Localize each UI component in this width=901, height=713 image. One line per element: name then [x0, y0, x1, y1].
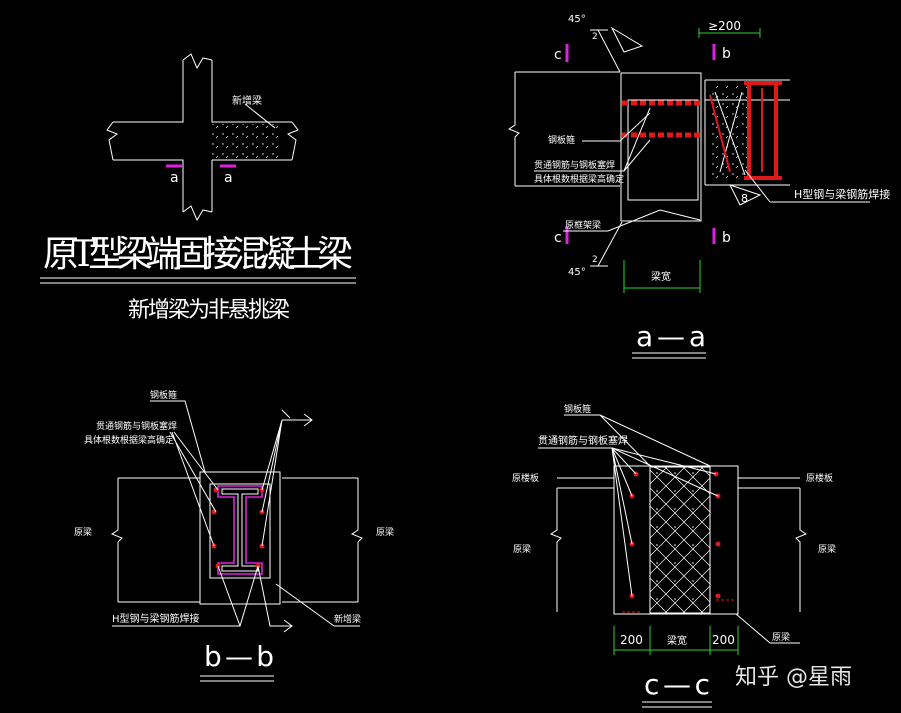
watermark: 知乎 @星雨	[735, 665, 852, 690]
aa-orig-beam-label: 原框架梁	[565, 219, 601, 231]
aa-mark-c-top: c	[554, 47, 562, 63]
cc-rebar-label: 贯通钢筋与钢板塞焊	[538, 434, 628, 447]
cc-orig-beam-label: 原梁	[772, 631, 790, 643]
aa-weld-size: 8	[741, 192, 748, 205]
aa-weld-top: 2	[592, 32, 598, 42]
cc-plate-label: 钢板箍	[564, 403, 591, 415]
bb-orig-left-label: 原梁	[74, 526, 92, 538]
aa-section-name: a—a	[636, 320, 706, 353]
title-block: 原T型梁端固接混凝土梁 新增梁为非悬挑梁	[40, 234, 356, 323]
section-aa: ≥200 梁宽 c c b b 45° 2 45° 2 钢板箍 贯通钢筋与钢板塞…	[507, 14, 890, 359]
aa-weld-bottom: 2	[592, 255, 598, 265]
drawing-title: 原T型梁端固接混凝土梁	[43, 234, 353, 275]
aa-dim-top: ≥200	[708, 19, 741, 33]
aa-plate-label: 钢板箍	[548, 134, 575, 146]
cc-dim-left: 200	[620, 633, 643, 647]
cc-beam-left-label: 原梁	[513, 543, 531, 555]
aa-rebar-label-1: 贯通钢筋与钢板塞焊	[534, 159, 615, 171]
aa-mark-b-bottom: b	[722, 230, 731, 246]
bb-rebar-label-2: 具体根数根据梁高确定	[84, 434, 174, 446]
cc-beam-right-label: 原梁	[818, 543, 836, 555]
aa-weld-h-label: H型钢与梁钢筋焊接	[794, 187, 890, 201]
aa-angle-bottom: 45°	[568, 267, 586, 278]
section-cc: 钢板箍 贯通钢筋与钢板塞焊 原楼板 原楼板 原梁 原梁 200 梁宽 200 原…	[512, 403, 836, 708]
cc-slab-left-label: 原楼板	[512, 472, 539, 484]
cc-dim-right: 200	[712, 633, 735, 647]
plan-new-beam-label: 新增梁	[232, 94, 262, 107]
bb-weld-h-label: H型钢与梁钢筋焊接	[112, 612, 200, 625]
cc-dim-mid: 梁宽	[667, 634, 687, 647]
aa-mark-b-top: b	[722, 46, 731, 62]
drawing-subtitle: 新增梁为非悬挑梁	[128, 298, 290, 323]
aa-mark-c-bottom: c	[554, 230, 562, 246]
bb-new-beam-label: 新增梁	[334, 613, 361, 625]
plan-section-mark-right: a	[224, 170, 233, 186]
plan-section-mark-left: a	[170, 170, 179, 186]
plan-view: 新增梁 a a	[106, 53, 299, 222]
section-bb: 钢板箍 贯通钢筋与钢板塞焊 具体根数根据梁高确定 原梁 原梁 H型钢与梁钢筋焊接…	[74, 389, 394, 682]
aa-angle-top: 45°	[568, 14, 586, 25]
bb-section-name: b—b	[204, 640, 274, 673]
bb-plate-label: 钢板箍	[150, 389, 177, 401]
bb-orig-right-label: 原梁	[376, 526, 394, 538]
aa-rebar-label-2: 具体根数根据梁高确定	[534, 173, 624, 185]
cc-section-name: c—c	[644, 668, 710, 701]
cc-rebar-dots	[629, 471, 721, 599]
aa-dim-bottom: 梁宽	[651, 270, 671, 283]
cc-slab-right-label: 原楼板	[806, 472, 833, 484]
bb-rebar-label-1: 贯通钢筋与钢板塞焊	[96, 420, 177, 432]
